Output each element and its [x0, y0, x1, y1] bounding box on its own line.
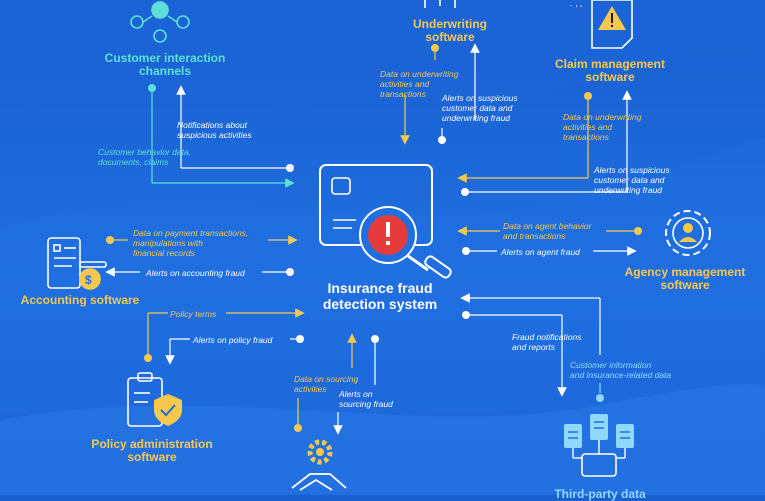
magnifier-alert-icon: [319, 164, 452, 279]
sourcing-connectors: [294, 333, 379, 435]
document-icon: [424, 0, 456, 8]
note-policy-alerts: Alerts on policy fraud: [193, 335, 273, 345]
note-policy-terms: Policy terms: [170, 309, 217, 319]
gear-handshake-icon: [291, 439, 347, 491]
svg-text:$: $: [85, 273, 92, 287]
accounting-title: Accounting software: [20, 293, 140, 307]
agency-connectors: [457, 226, 642, 256]
policy-administration-title: Policy administration software: [91, 437, 213, 464]
warning-document-icon: ˙ ʼ ʼ: [570, 0, 633, 49]
claim-connectors: [457, 90, 632, 196]
agency-management-title: Agency management software: [624, 265, 746, 292]
svg-text:˙ ʼ ʼ: ˙ ʼ ʼ: [570, 4, 582, 14]
note-claim-alerts: Alerts on suspicious customer data and u…: [594, 165, 670, 195]
note-sourcing-alerts: Alerts on sourcing fraud: [339, 389, 393, 409]
note-customer-notifications: Notifications about suspicious activitie…: [177, 120, 252, 140]
note-claim-data: Data on underwriting activities and tran…: [563, 112, 642, 142]
note-agency-data: Data on agent behavior and transactions: [503, 221, 592, 241]
policy-connectors: [144, 308, 305, 365]
clipboard-shield-icon: [127, 372, 182, 427]
note-customer-behavior: Customer behavior data, documents, claim…: [98, 147, 192, 167]
customer-connectors: [148, 84, 295, 188]
claim-management-title: Claim management software: [554, 57, 666, 84]
center-system-title: Insurance fraud detection system: [322, 280, 438, 312]
gear-person-icon: [665, 210, 711, 256]
thirdparty-connectors: [460, 293, 604, 402]
underwriting-title: Underwriting software: [413, 17, 487, 44]
note-underwriting-alerts: Alerts on suspicious customer data and u…: [442, 93, 518, 123]
note-accounting-alerts: Alerts on accounting fraud: [146, 268, 245, 278]
note-thirdparty-fraud: Fraud notifications and reports: [512, 332, 582, 352]
accounting-connectors: [105, 235, 298, 277]
note-thirdparty-info: Customer information and insurance-relat…: [570, 360, 672, 380]
note-sourcing-data: Data on sourcing activities: [294, 374, 359, 394]
servers-icon: [564, 414, 634, 477]
note-accounting-data: Data on payment transactions, manipulati…: [133, 228, 249, 258]
note-agency-alerts: Alerts on agent fraud: [501, 247, 580, 257]
customer-channels-title: Customer interaction channels: [104, 51, 226, 78]
underwriting-connectors: [400, 43, 480, 145]
note-underwriting-data: Data on underwriting activities and tran…: [380, 69, 459, 99]
network-person-icon: [130, 1, 190, 43]
coins-forms-icon: $: [47, 237, 107, 290]
